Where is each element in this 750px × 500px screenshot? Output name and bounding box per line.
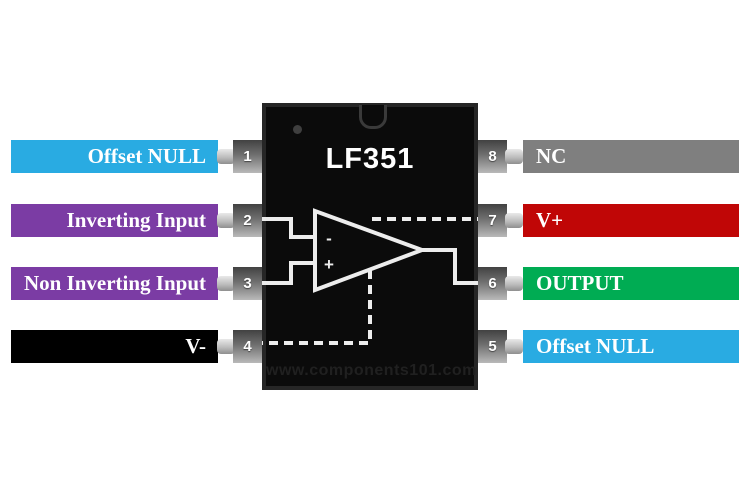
pin1-nub <box>217 149 235 164</box>
pin2-nub <box>217 213 235 228</box>
pin2-label-bar: Inverting Input <box>11 204 218 237</box>
pin1-label-bar: Offset NULL <box>11 140 218 173</box>
pin6-pad: 6 <box>478 267 507 300</box>
pin6-nub <box>505 276 523 291</box>
inverting-input-wire <box>262 217 315 239</box>
pin3-pad: 3 <box>233 267 262 300</box>
pin2-pad: 2 <box>233 204 262 237</box>
pin1-label: Offset NULL <box>87 144 206 168</box>
pin4-label-bar: V- <box>11 330 218 363</box>
pin4-pad: 4 <box>233 330 262 363</box>
pin4-label: V- <box>185 334 206 358</box>
pin1-notch-icon <box>359 105 387 129</box>
pin7-label-bar: V+ <box>523 204 739 237</box>
pin5-label: Offset NULL <box>536 334 655 358</box>
pin4-nub <box>217 339 235 354</box>
watermark: www.components101.com <box>266 362 477 379</box>
pin5-nub <box>505 339 523 354</box>
opamp-plus-icon: + <box>324 255 334 274</box>
pin5-label-bar: Offset NULL <box>523 330 739 363</box>
opamp-symbol: - + <box>262 208 478 345</box>
pin2-label: Inverting Input <box>66 208 206 232</box>
ic-body: LF351 - + www.components101.com <box>262 103 478 390</box>
pin1-dot-icon <box>293 125 302 134</box>
pin8-label: NC <box>536 144 567 168</box>
pin7-label: V+ <box>536 208 564 232</box>
pin3-nub <box>217 276 235 291</box>
pin8-label-bar: NC <box>523 140 739 173</box>
pin8-pad: 8 <box>478 140 507 173</box>
pin7-nub <box>505 213 523 228</box>
output-wire <box>422 248 478 285</box>
pin8-nub <box>505 149 523 164</box>
pin6-label: OUTPUT <box>536 271 624 295</box>
pin3-label-bar: Non Inverting Input <box>11 267 218 300</box>
pin3-label: Non Inverting Input <box>23 271 206 295</box>
opamp-minus-icon: - <box>326 229 332 248</box>
pin1-pad: 1 <box>233 140 262 173</box>
part-number: LF351 <box>325 143 415 175</box>
pin5-pad: 5 <box>478 330 507 363</box>
non-inverting-input-wire <box>262 261 315 285</box>
pin7-pad: 7 <box>478 204 507 237</box>
opamp-triangle-icon <box>313 208 428 293</box>
pin6-label-bar: OUTPUT <box>523 267 739 300</box>
